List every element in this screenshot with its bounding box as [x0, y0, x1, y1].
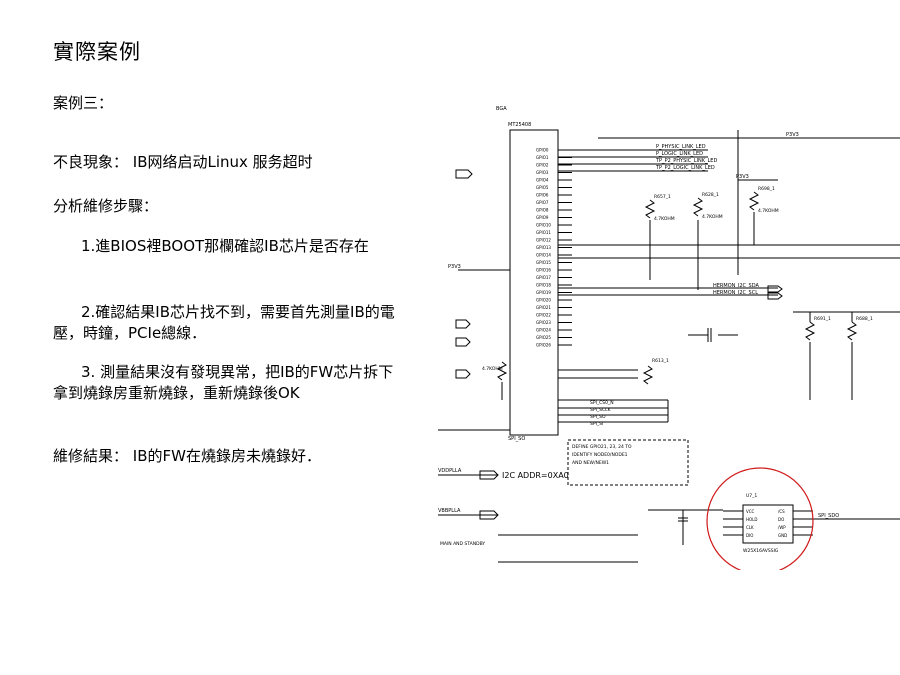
- resistor-value-4: 4.7KOHM: [482, 366, 503, 372]
- gpio-pin-label: GPIO11: [536, 230, 551, 235]
- main-standby-label: MAIN AND STANDBY: [440, 541, 485, 547]
- resistor-label-1: R698_1: [758, 186, 775, 192]
- net-4: TP_P2_LOGIC_LINK_LED: [655, 165, 715, 171]
- gpio-pin-label: GPIO12: [536, 238, 551, 243]
- flash-pin-wp: /WP: [778, 525, 786, 530]
- resistor-label-5: R691_1: [814, 316, 831, 322]
- flash-chip-name: W25X16AVSSIG: [743, 548, 779, 554]
- flash-pin-vcc: VCC: [746, 509, 755, 514]
- gpio-pin-label: GPIO24: [536, 328, 551, 333]
- gpio-pin-label: GPIO18: [536, 283, 551, 288]
- power-label-3: P3V3: [736, 174, 749, 180]
- bus-scl: HERMON_I2C_SCL: [713, 290, 758, 296]
- gpio-pin-label: GPIO17: [536, 275, 551, 280]
- gpio-pin-label: GPIO20: [536, 298, 551, 303]
- gpio-pin-label: GPIO15: [536, 260, 551, 265]
- flash-pin-clk: CLK: [746, 525, 754, 530]
- spi-line-1: SPI_CS0_N: [590, 400, 614, 406]
- flash-sdo-label: SPI_SDO: [818, 513, 839, 519]
- ic-name: MT25408: [508, 122, 531, 128]
- analysis-heading: 分析維修步驟：: [53, 197, 159, 215]
- spi-line-2: SPI_SCLK: [590, 407, 612, 413]
- vbbplla-label: VBBPLLA: [438, 508, 461, 514]
- resistor-value-2: 4.7KOHM: [702, 214, 723, 220]
- step-1: 1.進BIOS裡BOOT那欄確認IB芯片是否存在: [81, 237, 369, 255]
- net-1: P_PHYSIC_LINK_LED: [656, 144, 706, 150]
- gpio-pin-label: GPIO1: [536, 155, 549, 160]
- step-3: 3. 測量結果沒有發現異常，把IB的FW芯片拆下拿到燒錄房重新燒錄，重新燒錄後O…: [53, 363, 394, 402]
- part-ref: BGA: [496, 106, 507, 112]
- gpio-pin-label: GPIO0: [536, 148, 549, 153]
- flash-pin-dio: DIO: [746, 533, 753, 538]
- resistor-label-2: R628_1: [702, 192, 719, 198]
- gpio-pin-label: GPIO3: [536, 170, 549, 175]
- result-text: 維修結果： IB的FW在燒錄房未燒錄好．: [53, 447, 321, 465]
- define-note-1: DEFINE GPIO21, 23, 24 TO: [572, 444, 632, 450]
- highlight-circle: [706, 467, 814, 570]
- gpio-pin-label: GPIO21: [536, 305, 551, 310]
- power-label-1: P3V3: [786, 132, 799, 138]
- gpio-pin-label: GPIO13: [536, 245, 551, 250]
- gpio-pin-label: GPIO26: [536, 343, 551, 348]
- flash-ref: U7_1: [746, 493, 757, 499]
- spi-sdo-left: SPI_SO: [508, 436, 525, 442]
- flash-pin-hold: HOLD: [746, 517, 757, 522]
- resistor-label-4: R613_1: [652, 358, 669, 364]
- gpio-pin-label: GPIO4: [536, 178, 549, 183]
- flash-pin-cs: /CS: [778, 509, 785, 514]
- gpio-pin-label: GPIO6: [536, 193, 549, 198]
- define-note-2: IDENTIFY NODE0/NODE1: [572, 452, 628, 458]
- ic-body: [509, 129, 559, 436]
- net-2: P_LOGIC_LINK_LED: [656, 151, 703, 157]
- gpio-pin-label: GPIO8: [536, 208, 549, 213]
- gpio-pin-label: GPIO9: [536, 215, 549, 220]
- flash-pin-do: DO: [778, 517, 784, 522]
- step-2: 2.確認結果IB芯片找不到，需要首先測量IB的電壓，時鐘，PCIe總線．: [53, 303, 395, 342]
- gpio-pin-label: GPIO16: [536, 268, 551, 273]
- symptom-text: 不良現象： IB网络启动Linux 服务超时: [53, 153, 313, 171]
- gpio-pin-label: GPIO19: [536, 290, 551, 295]
- power-label-2: P3V3: [448, 264, 461, 270]
- resistor-label-3: R657_1: [654, 194, 671, 200]
- resistor-value-1: 4.7KOHM: [758, 208, 779, 214]
- gpio-pin-label: GPIO14: [536, 253, 551, 258]
- resistor-value-3: 4.7KOHM: [654, 216, 675, 222]
- case-label: 案例三：: [53, 94, 114, 112]
- gpio-pin-label: GPIO5: [536, 185, 549, 190]
- i2c-note: I2C ADDR=0XA0: [502, 471, 569, 480]
- spi-line-4: SPI_SI: [590, 421, 603, 427]
- bus-sda: HERMON_I2C_SDA: [713, 283, 759, 289]
- slide-title: 實際案例: [53, 40, 141, 64]
- spi-line-3: SPI_SO: [590, 414, 606, 420]
- gpio-pin-label: GPIO7: [536, 200, 549, 205]
- gpio-pin-label: GPIO10: [536, 223, 551, 228]
- resistor-label-6: R688_1: [856, 316, 873, 322]
- vddplla-label: VDDPLLA: [438, 468, 462, 474]
- flash-pin-gnd: GND: [778, 533, 787, 538]
- gpio-pin-label: GPIO2: [536, 163, 549, 168]
- circuit-schematic: GPIO0GPIO1GPIO2GPIO3GPIO4GPIO5GPIO6GPIO7…: [438, 106, 900, 570]
- gpio-pin-label: GPIO25: [536, 335, 551, 340]
- net-3: TP_P2_PHYSIC_LINK_LED: [655, 158, 717, 164]
- gpio-pin-label: GPIO23: [536, 320, 551, 325]
- gpio-pin-label: GPIO22: [536, 313, 551, 318]
- define-note-3: AND NEW/NEW1: [572, 460, 609, 466]
